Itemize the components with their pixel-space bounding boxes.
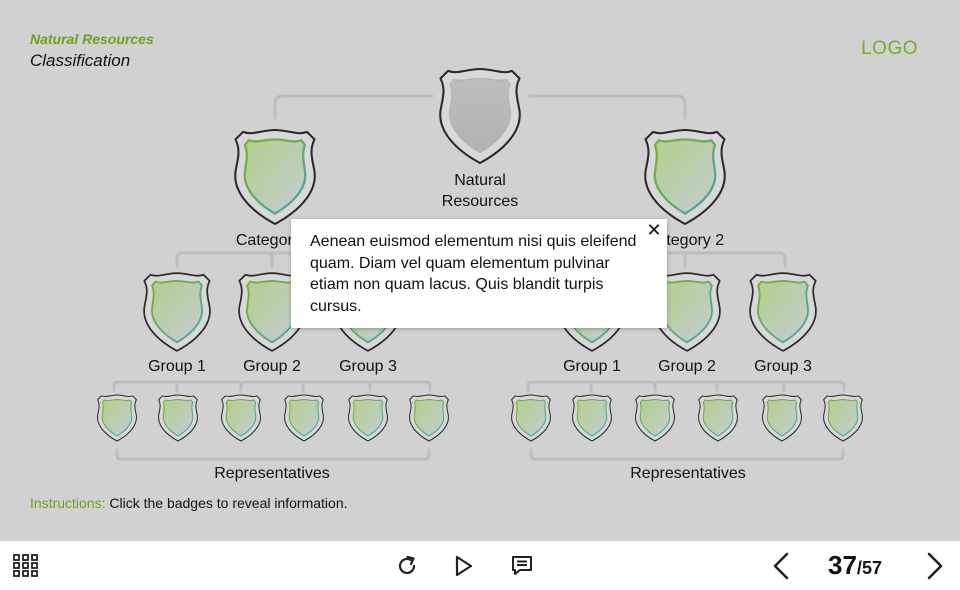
cat1-group-3-label: Group 3 bbox=[339, 358, 397, 375]
cat2-group-2-label: Group 2 bbox=[658, 358, 716, 375]
cat2-group-1-label: Group 1 bbox=[563, 358, 621, 375]
total-pages: 57 bbox=[861, 558, 882, 578]
cat2-representative-6-badge[interactable] bbox=[820, 393, 866, 443]
chevron-left-icon[interactable] bbox=[770, 551, 792, 581]
root-badge[interactable] bbox=[433, 65, 527, 167]
instructions-key: Instructions: bbox=[30, 495, 106, 511]
cat2-representative-3-badge[interactable] bbox=[632, 393, 678, 443]
category-1-badge[interactable] bbox=[228, 126, 322, 228]
cat2-representative-5-badge[interactable] bbox=[759, 393, 805, 443]
popup-text: Aenean euismod elementum nisi quis eleif… bbox=[310, 233, 637, 315]
slide-stage: Natural Resources Classification LOGO bbox=[0, 0, 960, 541]
bottom-toolbar: 37/57 bbox=[0, 541, 960, 590]
grid-menu-icon[interactable] bbox=[13, 554, 38, 577]
replay-icon[interactable] bbox=[395, 554, 419, 578]
cat1-representative-3-badge[interactable] bbox=[218, 393, 264, 443]
slide-title: Classification bbox=[30, 51, 131, 70]
page-separator: / bbox=[856, 558, 862, 578]
cat2-representative-4-badge[interactable] bbox=[695, 393, 741, 443]
cat2-representative-2-badge[interactable] bbox=[569, 393, 615, 443]
close-icon[interactable]: ✕ bbox=[646, 220, 662, 240]
info-popup: Aenean euismod elementum nisi quis eleif… bbox=[291, 219, 667, 328]
tree-connectors bbox=[112, 94, 846, 461]
cat1-representative-1-badge[interactable] bbox=[94, 393, 140, 443]
cat2-representative-1-badge[interactable] bbox=[508, 393, 554, 443]
instructions: Instructions: Click the badges to reveal… bbox=[30, 495, 348, 511]
chevron-right-icon[interactable] bbox=[924, 551, 946, 581]
slide-subtitle: Natural Resources bbox=[30, 31, 154, 47]
cat2-group-2-badge[interactable] bbox=[648, 270, 726, 354]
cat1-group-1-label: Group 1 bbox=[148, 358, 206, 375]
cat1-group-2-badge[interactable] bbox=[233, 270, 311, 354]
play-icon[interactable] bbox=[452, 554, 476, 578]
cat1-representative-2-badge[interactable] bbox=[155, 393, 201, 443]
cat2-group-3-badge[interactable] bbox=[744, 270, 822, 354]
notes-icon[interactable] bbox=[510, 554, 534, 578]
current-page: 37 bbox=[828, 550, 857, 580]
instructions-text: Click the badges to reveal information. bbox=[105, 495, 348, 511]
cat1-representatives-label: Representatives bbox=[214, 465, 330, 482]
cat2-group-3-label: Group 3 bbox=[754, 358, 812, 375]
cat1-group-1-badge[interactable] bbox=[138, 270, 216, 354]
category-2-badge[interactable] bbox=[638, 126, 732, 228]
page-indicator: 37/57 bbox=[828, 550, 882, 581]
cat1-representative-5-badge[interactable] bbox=[345, 393, 391, 443]
cat1-representative-6-badge[interactable] bbox=[406, 393, 452, 443]
cat1-group-2-label: Group 2 bbox=[243, 358, 301, 375]
logo: LOGO bbox=[861, 38, 918, 59]
cat1-representative-4-badge[interactable] bbox=[281, 393, 327, 443]
cat2-representatives-label: Representatives bbox=[630, 465, 746, 482]
